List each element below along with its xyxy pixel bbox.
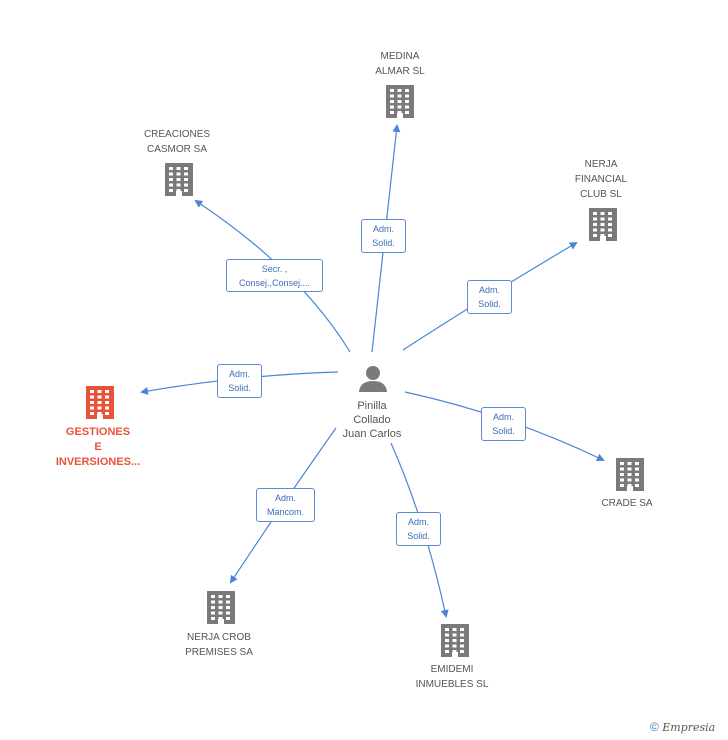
building-icon-emidemi[interactable] xyxy=(441,624,469,657)
role-crade-line2: Solid. xyxy=(492,426,515,436)
nerja-crob-line1: NERJA CROB xyxy=(187,632,251,643)
company-label-crade[interactable]: CRADE SA xyxy=(577,496,677,511)
role-gestiones-line2: Solid. xyxy=(228,383,251,393)
nerja-financial-line3: CLUB SL xyxy=(580,189,622,200)
icons xyxy=(86,85,644,657)
role-creaciones-line1: Secr. , xyxy=(261,264,288,274)
crade-line1: CRADE SA xyxy=(601,498,653,509)
person-icon[interactable] xyxy=(359,366,387,392)
nerja-financial-line2: FINANCIAL xyxy=(574,174,628,185)
brand-name: Empresia xyxy=(662,721,716,734)
person-node-label[interactable]: Pinilla Collado Juan Carlos xyxy=(320,399,424,441)
role-box-medina[interactable]: Adm. Solid. xyxy=(361,219,406,253)
company-label-nerja-crob[interactable]: NERJA CROB PREMISES SA xyxy=(169,630,269,660)
person-name-line1: Pinilla xyxy=(357,400,387,412)
role-emidemi-line2: Solid. xyxy=(407,531,430,541)
building-icon-nerja-financial[interactable] xyxy=(589,208,617,241)
company-label-emidemi[interactable]: EMIDEMI INMUEBLES SL xyxy=(402,662,502,692)
role-gestiones-line1: Adm. xyxy=(228,369,250,379)
company-label-creaciones[interactable]: CREACIONES CASMOR SA xyxy=(127,127,227,157)
copyright-icon: © xyxy=(650,720,659,734)
building-icon-creaciones[interactable] xyxy=(165,163,193,196)
role-emidemi-line1: Adm. xyxy=(407,517,429,527)
medina-line2: ALMAR SL xyxy=(375,66,425,77)
role-creaciones-line2: Consej.,Consej.... xyxy=(238,278,311,288)
emidemi-line2: INMUEBLES SL xyxy=(415,679,489,690)
creaciones-line1: CREACIONES xyxy=(143,129,211,140)
creaciones-line2: CASMOR SA xyxy=(146,144,207,155)
building-icon-medina[interactable] xyxy=(386,85,414,118)
gestiones-line3: INVERSIONES... xyxy=(55,456,141,468)
medina-line1: MEDINA xyxy=(380,51,420,62)
role-nerja-financial-line2: Solid. xyxy=(478,299,501,309)
building-icon-gestiones[interactable] xyxy=(86,386,114,419)
role-box-gestiones[interactable]: Adm. Solid. xyxy=(217,364,262,398)
nerja-financial-line1: NERJA xyxy=(584,159,618,170)
gestiones-line1: GESTIONES xyxy=(65,426,131,438)
footer-credit: © Empresia xyxy=(650,720,715,734)
emidemi-line1: EMIDEMI xyxy=(430,664,474,675)
role-nerja-financial-line1: Adm. xyxy=(478,285,500,295)
company-label-gestiones[interactable]: GESTIONES E INVERSIONES... xyxy=(48,425,148,470)
nerja-crob-line2: PREMISES SA xyxy=(185,647,253,658)
role-nerja-crob-line2: Mancom. xyxy=(266,507,304,517)
gestiones-line2: E xyxy=(94,441,102,453)
company-label-medina[interactable]: MEDINA ALMAR SL xyxy=(350,49,450,79)
role-medina-line1: Adm. xyxy=(372,224,394,234)
role-box-crade[interactable]: Adm. Solid. xyxy=(481,407,526,441)
role-nerja-crob-line1: Adm. xyxy=(274,493,296,503)
role-box-emidemi[interactable]: Adm. Solid. xyxy=(396,512,441,546)
role-box-nerja-financial[interactable]: Adm. Solid. xyxy=(467,280,512,314)
role-medina-line2: Solid. xyxy=(372,238,395,248)
person-name-line2: Collado xyxy=(353,414,391,426)
building-icon-nerja-crob[interactable] xyxy=(207,591,235,624)
role-box-creaciones[interactable]: Secr. , Consej.,Consej.... xyxy=(226,259,323,292)
role-box-nerja-crob[interactable]: Adm. Mancom. xyxy=(256,488,315,522)
role-crade-line1: Adm. xyxy=(492,412,514,422)
company-label-nerja-financial[interactable]: NERJA FINANCIAL CLUB SL xyxy=(551,157,651,202)
building-icon-crade[interactable] xyxy=(616,458,644,491)
person-name-line3: Juan Carlos xyxy=(342,428,402,440)
